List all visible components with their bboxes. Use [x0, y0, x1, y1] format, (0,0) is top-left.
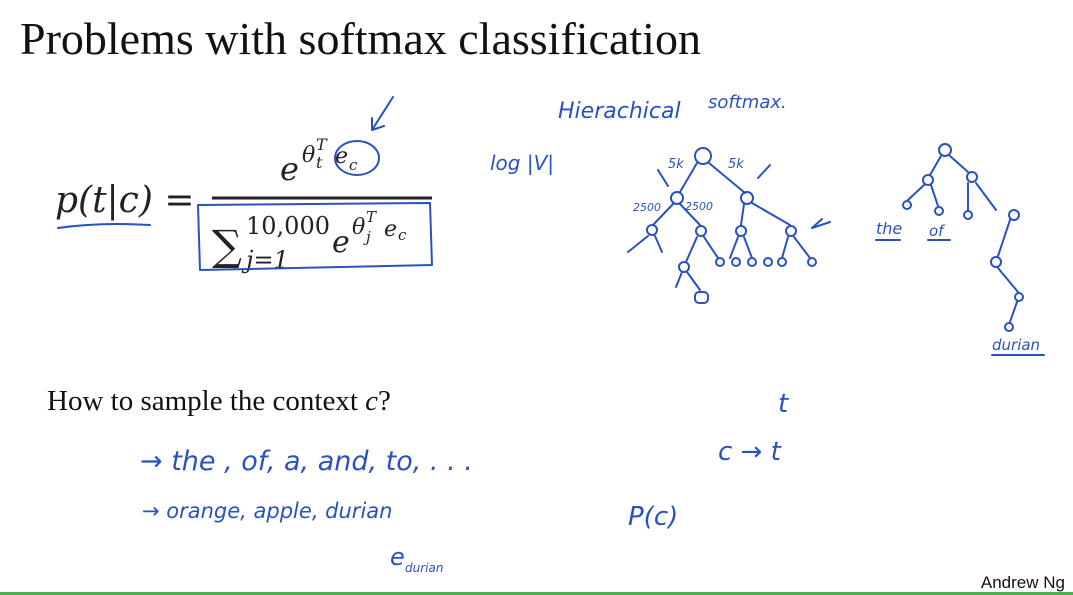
denominator-ec: e — [384, 217, 397, 242]
five-k-left: 5k — [668, 157, 684, 172]
denominator-theta: θ — [352, 215, 365, 240]
hierarchical-text: Hierachical — [558, 99, 681, 124]
numerator-sub: t — [316, 153, 323, 172]
bottom-divider — [0, 592, 1073, 595]
question-mark: ? — [378, 385, 391, 417]
log-v-text: log |V| — [490, 151, 554, 175]
softmax-text: softmax. — [708, 92, 787, 113]
denominator-box — [197, 202, 433, 271]
durian-label: durian — [992, 336, 1040, 354]
e-durian: e — [390, 543, 405, 571]
tree-unbalanced — [875, 143, 1045, 356]
five-k-right: 5k — [728, 157, 744, 172]
slide-title: Problems with softmax classification — [20, 13, 701, 64]
tree-balanced — [627, 147, 831, 304]
n2500-left: 2500 — [633, 201, 661, 214]
numerator-sup: T — [316, 135, 328, 154]
t-label: t — [778, 389, 789, 419]
the-label: the — [876, 219, 902, 238]
formula-lhs: p(t|c) = — [55, 180, 195, 221]
question-var: c — [365, 385, 378, 417]
context-question: How to sample the context c? — [47, 385, 391, 418]
author-name: Andrew Ng — [980, 573, 1065, 592]
ec-circle — [334, 140, 380, 176]
question-text: How to sample the context — [47, 385, 366, 417]
list-rare-words: → orange, apple, durian — [142, 499, 392, 523]
lhs-underline — [57, 223, 151, 229]
c-to-t: c → t — [718, 437, 782, 467]
denominator-sub: j — [363, 228, 371, 246]
p-of-c: P(c) — [628, 502, 678, 532]
numerator-theta: θ — [302, 143, 315, 168]
denominator-sup: T — [366, 208, 377, 226]
denominator-ec-sub: c — [398, 226, 407, 244]
list-frequent-words: → the , of, a, and, to, . . . — [140, 446, 473, 477]
numerator-e: e — [280, 150, 299, 188]
n2500-right: 2500 — [685, 200, 713, 213]
sum-symbol: ∑ — [212, 221, 242, 270]
numerator-ec-sub: c — [349, 156, 358, 174]
sum-upper: 10,000 — [246, 212, 330, 240]
of-label: of — [929, 222, 946, 240]
ec-arrow — [371, 96, 394, 131]
e-durian-sub: durian — [405, 561, 443, 575]
denominator-e: e — [332, 225, 350, 260]
